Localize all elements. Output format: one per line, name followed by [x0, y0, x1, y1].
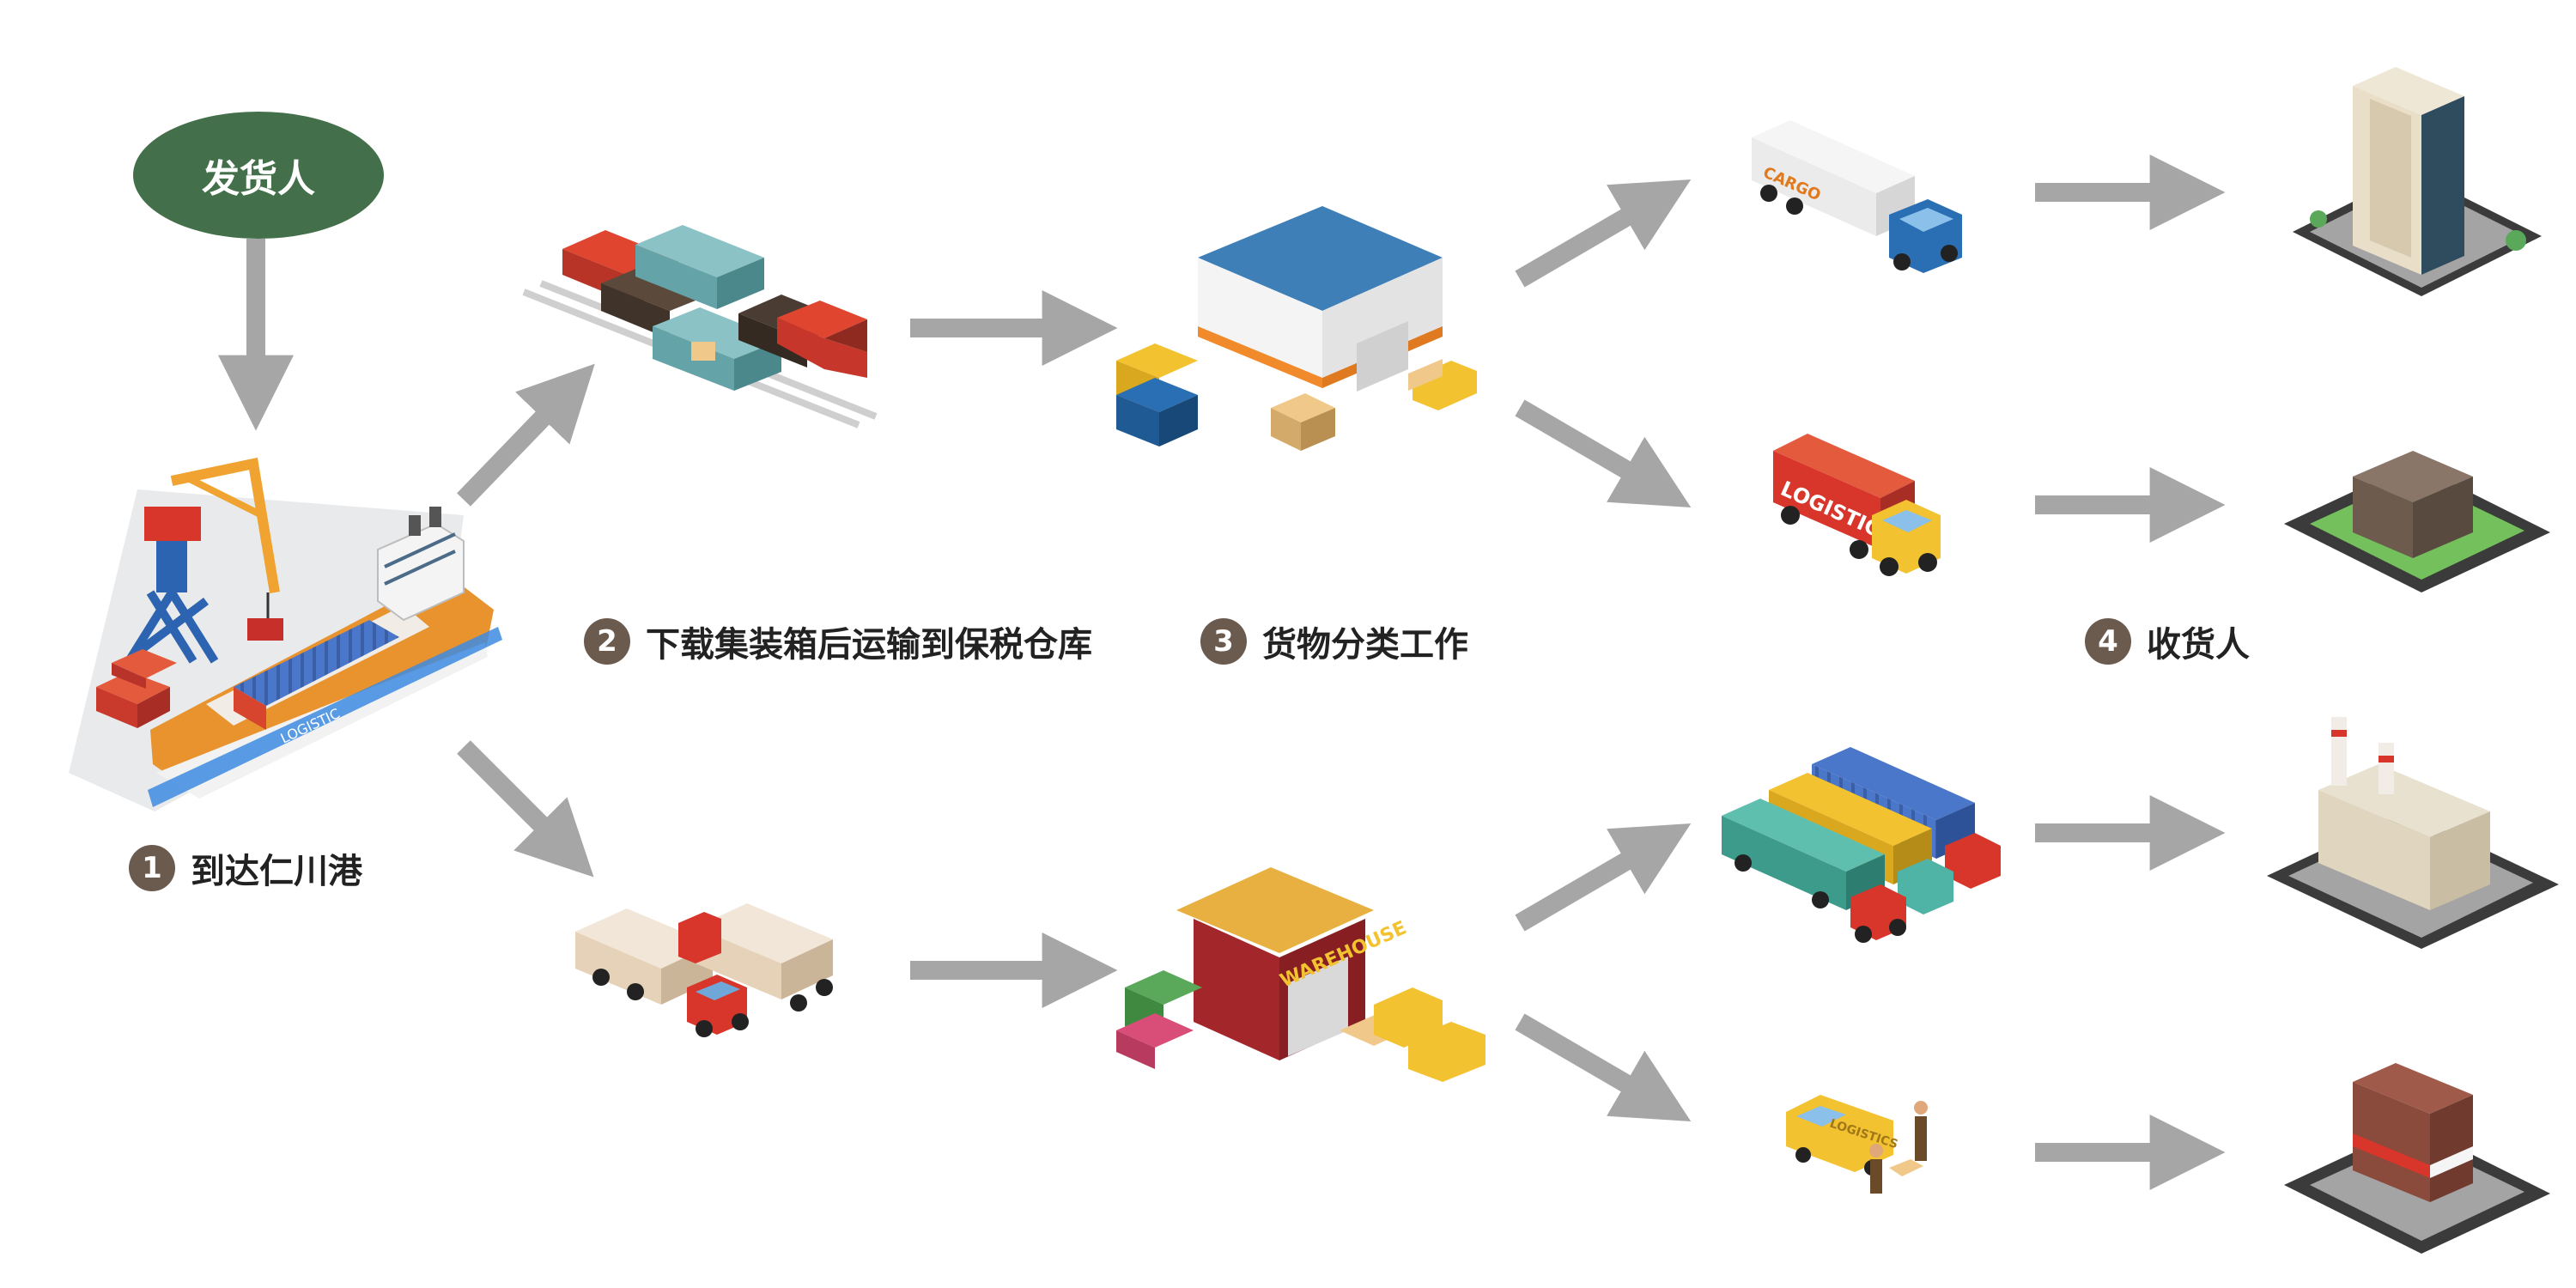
container-trucks — [1722, 747, 2001, 943]
sender-label: 发货人 — [202, 157, 315, 201]
arrow-redwh-to-van — [1515, 1013, 1692, 1121]
delivery-van: LOGISTICS — [1786, 1095, 1928, 1194]
consignee-house — [2284, 451, 2550, 592]
arrow-wh-to-cargo-truck — [1515, 179, 1692, 288]
step-3-label: 3 货物分类工作 — [1200, 617, 1468, 666]
sender-bubble: 发货人 — [133, 112, 384, 239]
step-3-number: 3 — [1200, 618, 1247, 665]
step-3-text: 货物分类工作 — [1262, 625, 1468, 665]
step-1-number: 1 — [129, 845, 175, 891]
cargo-ship: LOGISTIC — [148, 507, 502, 807]
ship-containers — [234, 620, 399, 706]
arrow-port-to-train — [457, 363, 595, 507]
step-4-label: 4 收货人 — [2085, 617, 2250, 666]
step-1-label: 1 到达仁川港 — [129, 843, 362, 893]
cargo-truck: CARGO — [1752, 120, 1962, 273]
sorting-warehouse: WAREHOUSE — [1116, 867, 1485, 1082]
semi-trailers — [575, 903, 833, 1037]
step-2-text: 下载集装箱后运输到保税仓库 — [646, 625, 1092, 665]
port-illustration: LOGISTIC — [69, 457, 502, 811]
bonded-warehouse — [1116, 206, 1477, 451]
freight-train — [522, 225, 878, 428]
step-1-text: 到达仁川港 — [191, 852, 362, 891]
arrow-redwh-to-container-trucks — [1515, 823, 1692, 932]
logistics-truck: LOGISTICS — [1773, 434, 1941, 576]
ground-containers — [96, 649, 177, 728]
step-4-text: 收货人 — [2147, 625, 2250, 665]
step-4-number: 4 — [2085, 618, 2131, 665]
arrow-wh-to-logistics-truck — [1515, 399, 1692, 507]
flow-arrows — [218, 155, 2226, 1190]
harbor-crane — [125, 457, 283, 664]
step-2-number: 2 — [584, 618, 630, 665]
consignee-factory — [2267, 717, 2559, 949]
arrow-port-to-trailers — [457, 740, 594, 878]
consignee-shop — [2284, 1063, 2550, 1254]
step-2-label: 2 下载集装箱后运输到保税仓库 — [584, 617, 1092, 666]
consignee-tower — [2293, 67, 2542, 296]
